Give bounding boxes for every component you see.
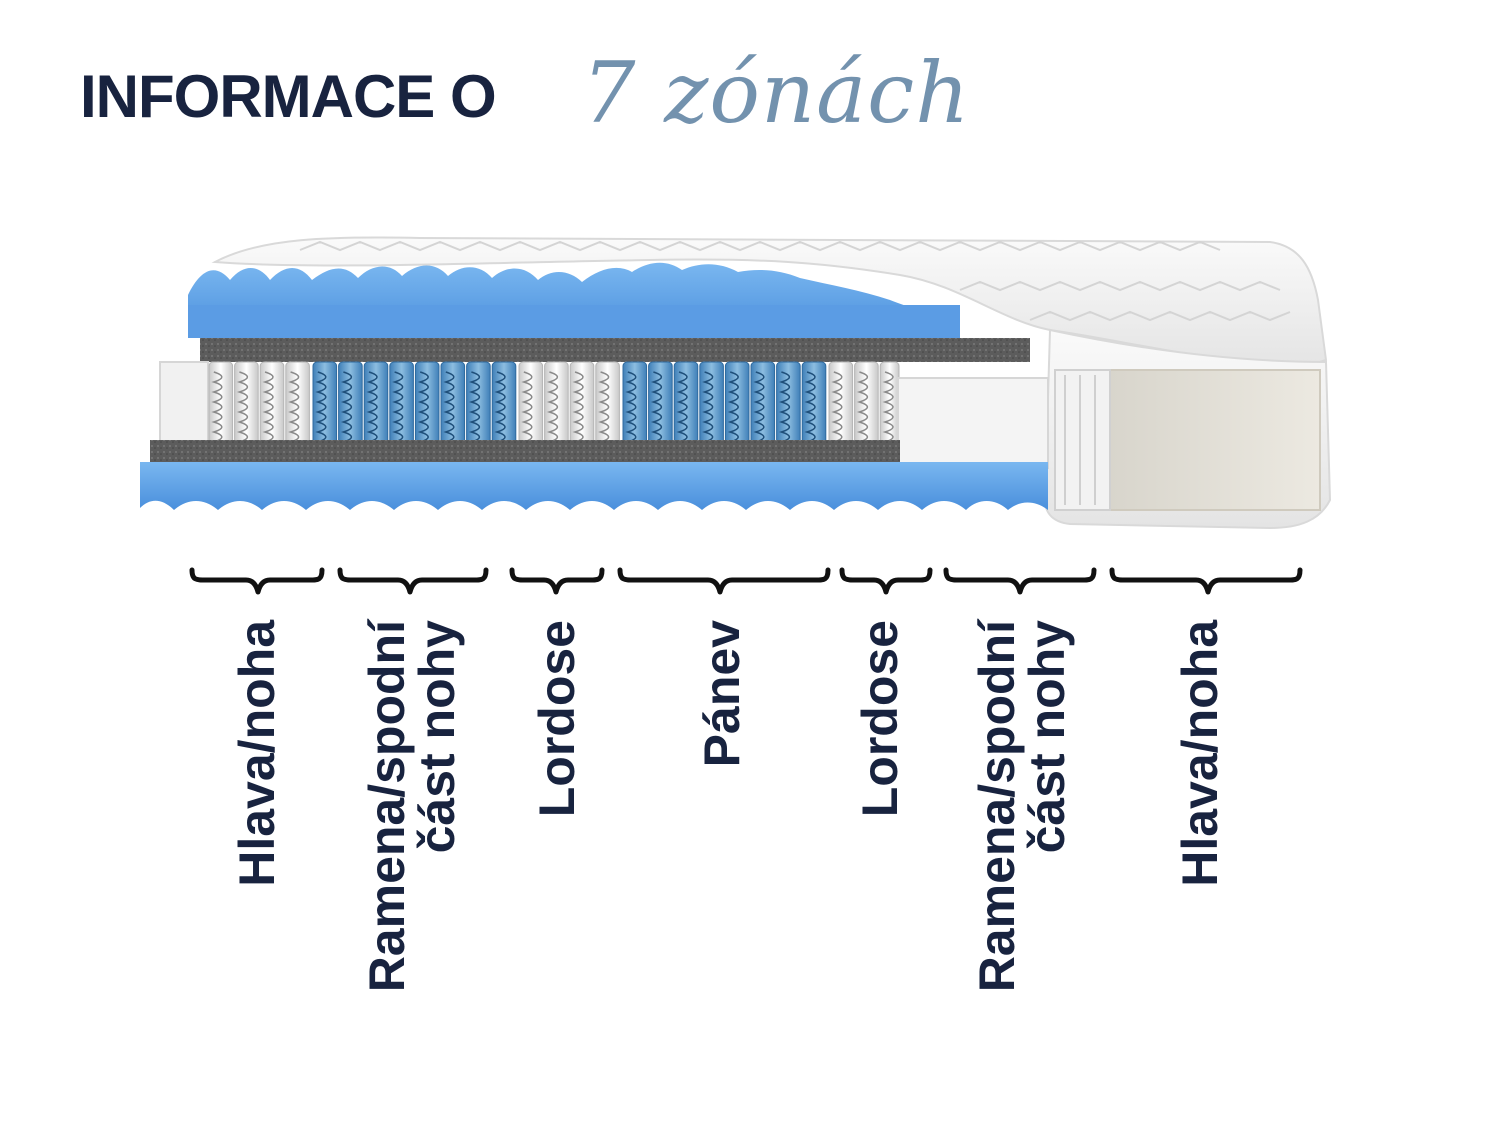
quilting-pattern <box>299 240 1291 322</box>
zone-label-4-line-1: Pánev <box>694 620 750 768</box>
zone-label-3-line-1: Lordose <box>529 620 585 818</box>
mattress-side-panel <box>1109 369 1321 511</box>
zone-label-1-line-1: Hlava/noha <box>229 620 285 887</box>
spring-coil <box>546 371 559 443</box>
zone-label-5-line-1: Lordose <box>852 620 908 818</box>
spring-coil <box>598 371 610 443</box>
brace-zone-4 <box>617 567 831 595</box>
spring-coil <box>366 371 378 443</box>
spring-coil <box>262 371 274 443</box>
zone-label-6-line-2: část nohy <box>1019 620 1075 854</box>
spring-coil <box>211 371 223 443</box>
page-title-script: 7 zónách <box>582 44 971 142</box>
top-felt-layer <box>200 338 1030 362</box>
spring-coil <box>676 371 688 443</box>
zone-label-6-line-1: Ramena/spodní <box>969 620 1025 993</box>
zone-braces <box>189 567 1303 595</box>
spring-coil <box>521 371 533 443</box>
spring-coil <box>625 371 637 443</box>
bottom-foam-layer <box>140 462 1048 510</box>
spring-coil <box>494 371 506 443</box>
mattress-cover-top <box>211 236 1328 370</box>
spring-coil <box>288 371 300 443</box>
zone-label-2-line-1: Ramena/spodní <box>359 620 415 993</box>
spring-coil <box>340 371 353 443</box>
spring-coil <box>468 371 481 443</box>
top-foam-base <box>188 305 960 338</box>
spring-coil <box>650 371 663 443</box>
spring-coil <box>856 371 869 443</box>
spring-coil <box>572 371 584 443</box>
spring-coil <box>882 371 894 443</box>
spring-coil <box>804 371 816 443</box>
brace-zone-6 <box>943 567 1097 595</box>
spring-coil <box>443 371 455 443</box>
brace-zone-1 <box>189 567 325 595</box>
side-band-stitching <box>1064 375 1096 505</box>
right-edge-foam <box>897 377 1049 469</box>
zone-label-2-line-2: část nohy <box>409 620 465 854</box>
spring-coil <box>315 371 327 443</box>
spring-pocket <box>879 361 900 451</box>
spring-coil <box>392 371 404 443</box>
spring-coil <box>831 371 843 443</box>
brace-zone-3 <box>509 567 605 595</box>
spring-coil <box>236 371 249 443</box>
pocket-springs <box>208 361 900 451</box>
spring-coil <box>753 371 765 443</box>
page-title: INFORMACE O <box>80 63 497 130</box>
brace-zone-7 <box>1109 567 1303 595</box>
spring-coil <box>727 371 739 443</box>
mattress-side-band <box>1054 369 1111 511</box>
spring-coil <box>778 371 791 443</box>
spring-coil <box>702 371 714 443</box>
left-edge-foam <box>159 361 209 443</box>
spring-coil <box>417 371 429 443</box>
bottom-felt-layer <box>150 440 900 462</box>
brace-zone-5 <box>839 567 933 595</box>
zone-label-7-line-1: Hlava/noha <box>1172 620 1228 887</box>
brace-zone-2 <box>337 567 489 595</box>
